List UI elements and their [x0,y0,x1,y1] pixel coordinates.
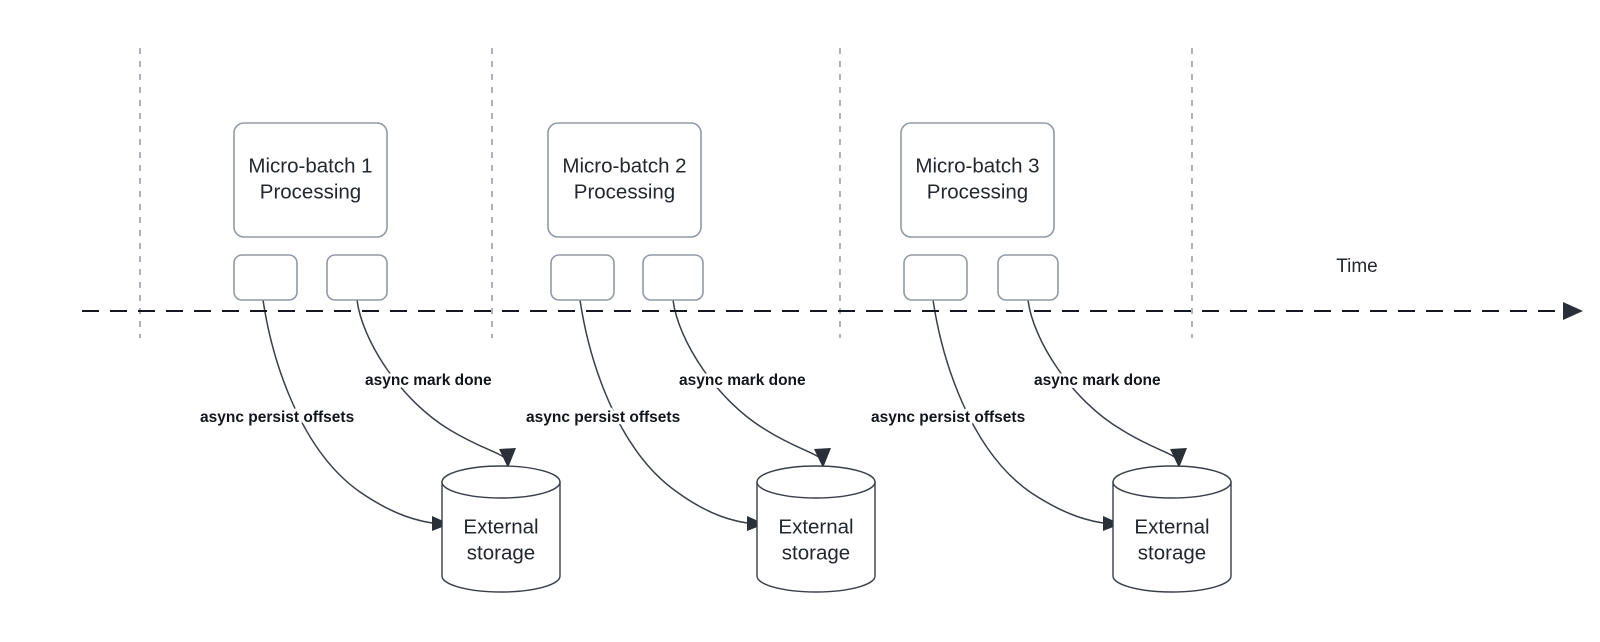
async-persist-offsets-3-label-halo: async persist offsets [871,409,1025,426]
group-1-label-line2: Processing [260,180,361,203]
async-persist-offsets-2-label-halo: async persist offsets [526,409,680,426]
group-1-storage-cylinder-top [441,465,561,499]
async-persist-offsets-1-label-halo: async persist offsets [200,409,354,426]
group-3-label-line2: Processing [927,180,1028,203]
async-persist-offsets-1-path [262,299,441,525]
async-mark-done-3-arrowhead [1170,448,1187,468]
async-persist-offsets-2-label: async persist offsets [526,409,680,426]
group-3-storage-cylinder-body[interactable] [1112,481,1232,593]
flow-edges [262,299,1187,531]
async-persist-offsets-3-label: async persist offsets [871,409,1025,426]
mini-box-1b[interactable] [326,254,388,301]
async-persist-offsets-3-path [932,299,1112,525]
mini-box-2a[interactable] [550,254,615,301]
group-2-storage-label-line2: storage [782,541,850,564]
async-persist-offsets-1-label: async persist offsets [200,409,354,426]
async-mark-done-2-label-halo: async mark done [679,372,806,389]
async-mark-done-3-label-halo: async mark done [1034,372,1161,389]
group-1-storage-label-line2: storage [467,541,535,564]
mini-box-2b[interactable] [642,254,704,301]
async-mark-done-1-path [356,299,506,459]
group-1-label-line1: Micro-batch 1 [248,154,372,177]
async-persist-offsets-1-arrowhead [432,516,450,531]
async-mark-done-3-path [1027,299,1177,459]
async-mark-done-3-label: async mark done [1034,372,1161,389]
group-1-process-box[interactable] [233,122,388,238]
mini-box-3a[interactable] [903,254,968,301]
async-mark-done-2-arrowhead [814,448,831,468]
mini-box-3b[interactable] [997,254,1059,301]
group-3-storage-label-line2: storage [1138,541,1206,564]
async-mark-done-1-label: async mark done [365,372,492,389]
group-2-storage-label-line1: External [778,515,853,538]
group-1-storage-label-line1: External [463,515,538,538]
separator-lines [139,48,1193,338]
async-persist-offsets-3-arrowhead [1103,516,1121,531]
group-3-label-line1: Micro-batch 3 [915,154,1039,177]
group-3-storage-cylinder-top [1112,465,1232,499]
group-2-process-box[interactable] [547,122,702,238]
group-1-storage-cylinder-body[interactable] [441,481,561,593]
group-3-storage-label-line1: External [1134,515,1209,538]
time-arrow-icon [1563,302,1583,320]
time-axis-label: Time [1336,256,1378,277]
async-persist-offsets-2-arrowhead [747,516,765,531]
async-mark-done-1-label-halo: async mark done [365,372,492,389]
async-mark-done-2-path [672,299,821,459]
async-persist-offsets-2-path [579,299,756,525]
group-2-storage-cylinder-body[interactable] [756,481,876,593]
group-2-label-line2: Processing [574,180,675,203]
timeline-axis: Time [82,256,1583,320]
async-mark-done-2-label: async mark done [679,372,806,389]
edge-labels: async persist offsets async persist offse… [197,369,1164,429]
mini-box-1a[interactable] [233,254,298,301]
group-3-process-box[interactable] [900,122,1055,238]
group-2-storage-cylinder-top [756,465,876,499]
async-mark-done-1-arrowhead [499,448,516,468]
group-2-label-line1: Micro-batch 2 [562,154,686,177]
